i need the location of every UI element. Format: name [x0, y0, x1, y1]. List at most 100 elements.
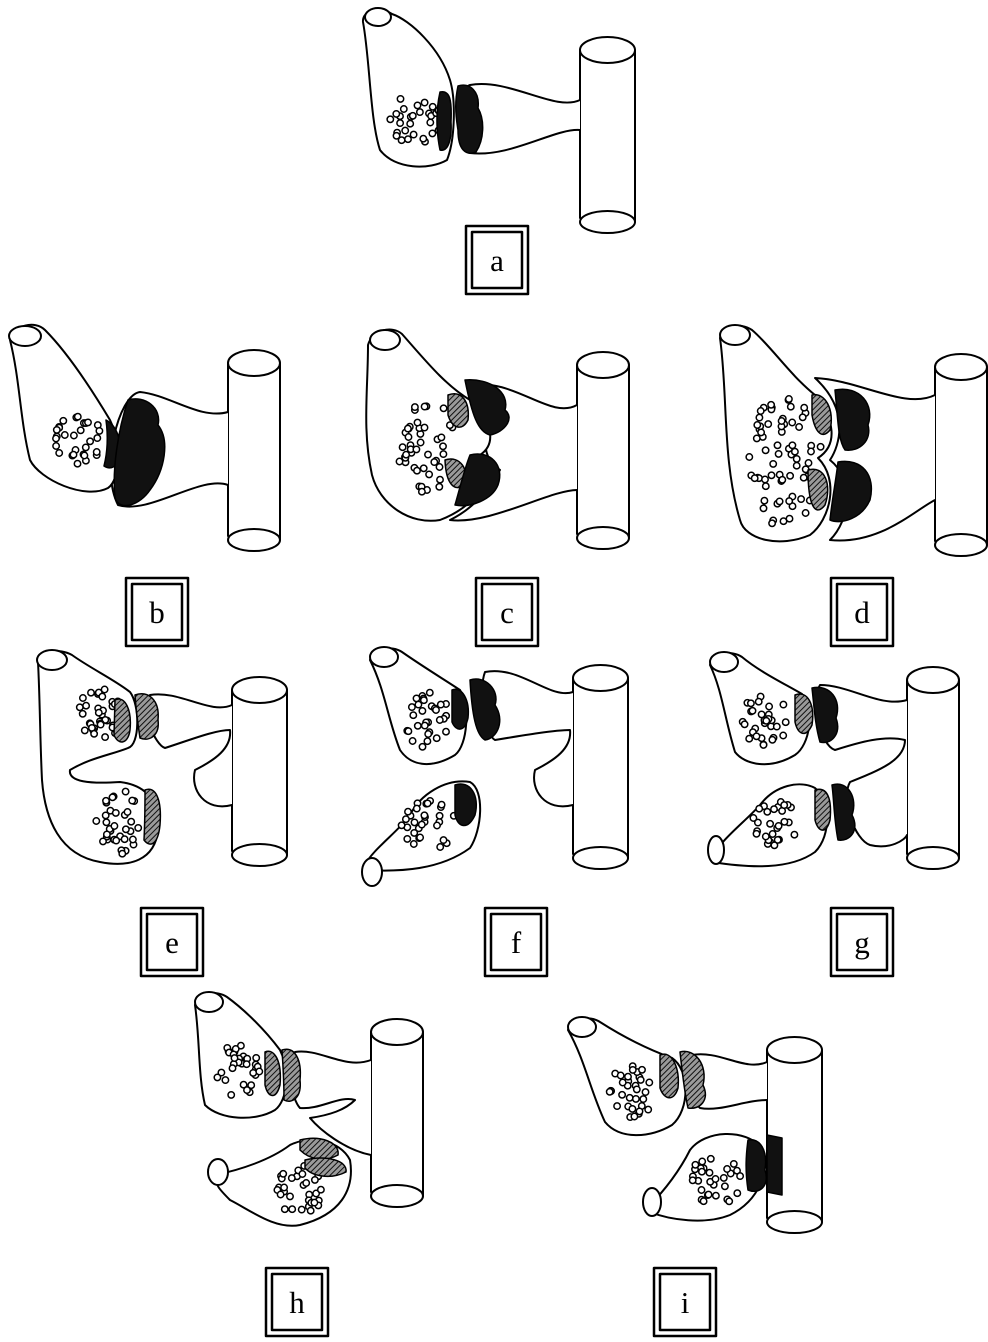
shaft-bottom-end	[577, 527, 629, 549]
vesicle	[231, 1055, 237, 1061]
vesicle	[765, 421, 771, 427]
shaft-top-end	[228, 350, 280, 376]
shaft-top-end	[371, 1019, 423, 1045]
vesicle	[62, 432, 68, 438]
panel-label-text: b	[149, 595, 165, 630]
vesicle	[746, 736, 752, 742]
vesicle	[243, 1061, 249, 1067]
axon-bouton	[38, 651, 158, 864]
psd-hatched	[815, 789, 830, 830]
shaft-bottom-end	[371, 1185, 423, 1207]
panel-f: f	[362, 647, 628, 976]
vesicle	[645, 1106, 651, 1112]
vesicle	[414, 805, 420, 811]
vesicle	[640, 1096, 646, 1102]
vesicle	[431, 459, 437, 465]
vesicle	[104, 831, 110, 837]
vesicle	[436, 484, 442, 490]
vesicle	[794, 456, 800, 462]
panel-d: d	[720, 325, 987, 646]
vesicle	[774, 723, 780, 729]
vesicle	[281, 1184, 287, 1190]
vesicle	[113, 837, 119, 843]
vesicle	[798, 496, 804, 502]
vesicle	[754, 435, 760, 441]
vesicle	[122, 788, 128, 794]
vesicle	[756, 699, 762, 705]
vesicle	[70, 452, 76, 458]
vesicle	[734, 1190, 740, 1196]
vesicle	[787, 473, 793, 479]
vesicle	[779, 477, 785, 483]
vesicle	[318, 1187, 324, 1193]
vesicle	[54, 427, 60, 433]
vesicle	[769, 831, 775, 837]
vesicle	[80, 695, 86, 701]
vesicle	[299, 1206, 305, 1212]
shaft-bottom-end	[580, 211, 635, 233]
vesicle	[808, 448, 814, 454]
axon-cut-end-lower	[708, 836, 724, 864]
shaft-top-end	[580, 37, 635, 63]
vesicle	[419, 489, 425, 495]
panel-e: e	[37, 650, 287, 976]
vesicle	[776, 498, 782, 504]
vesicle	[708, 1156, 714, 1162]
vesicle	[393, 111, 399, 117]
vesicle	[99, 693, 105, 699]
vesicle	[780, 701, 786, 707]
vesicle	[746, 454, 752, 460]
vesicle	[229, 1065, 235, 1071]
vesicle	[398, 822, 404, 828]
vesicle	[796, 424, 802, 430]
vesicle	[424, 800, 430, 806]
axon-cut-end-upper	[370, 647, 398, 667]
psd-dark	[812, 687, 838, 742]
vesicle	[633, 1096, 639, 1102]
panel-label: b	[126, 578, 188, 646]
vesicle	[427, 690, 433, 696]
vesicle	[87, 438, 93, 444]
panel-h: h	[195, 992, 423, 1336]
vesicle	[417, 834, 423, 840]
vesicle	[763, 483, 769, 489]
vesicle	[129, 797, 135, 803]
vesicle	[789, 442, 795, 448]
vesicle	[80, 711, 86, 717]
vesicle	[398, 137, 404, 143]
axon-cut-end	[365, 8, 391, 26]
vesicle	[440, 451, 446, 457]
vesicle	[256, 1068, 262, 1074]
vesicle	[775, 823, 781, 829]
vesicle	[801, 475, 807, 481]
psd-dark	[437, 92, 451, 150]
vesicle	[698, 1187, 704, 1193]
dendritic-spine	[482, 671, 573, 806]
vesicle	[414, 102, 420, 108]
dendrite-shaft	[573, 665, 628, 869]
psd-dark	[455, 784, 476, 825]
vesicle	[724, 1166, 730, 1172]
shaft-top-end	[232, 677, 287, 703]
vesicle	[763, 718, 769, 724]
vesicle	[764, 809, 770, 815]
vesicle	[303, 1180, 309, 1186]
vesicle	[438, 701, 444, 707]
vesicle	[405, 136, 411, 142]
vesicle	[308, 1208, 314, 1214]
vesicle	[409, 704, 415, 710]
vesicle	[411, 830, 417, 836]
vesicle	[434, 822, 440, 828]
vesicle	[769, 520, 775, 526]
vesicle	[410, 712, 416, 718]
vesicle	[214, 1074, 220, 1080]
vesicle	[792, 449, 798, 455]
vesicle	[421, 424, 427, 430]
vesicle	[752, 475, 758, 481]
vesicle	[754, 422, 760, 428]
vesicle	[437, 717, 443, 723]
vesicle	[762, 476, 768, 482]
vesicle	[128, 819, 134, 825]
vesicle	[96, 428, 102, 434]
panel-b: b	[9, 325, 280, 646]
